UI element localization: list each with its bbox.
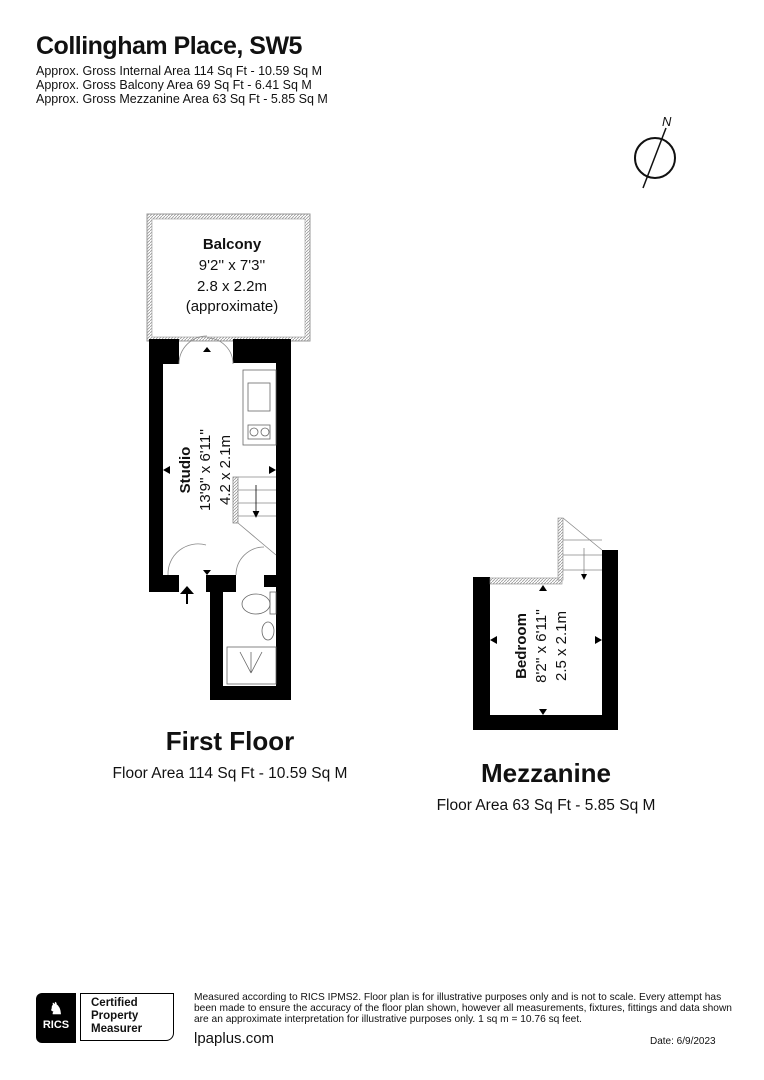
mezzanine-title: Mezzanine	[480, 758, 612, 788]
entrance-arrow-icon	[180, 586, 194, 604]
first-floor-title: First Floor	[165, 726, 295, 756]
lion-icon: ♞	[48, 1001, 64, 1018]
studio-name: Studio	[177, 447, 194, 494]
plan-date: Date: 6/9/2023	[650, 1036, 716, 1047]
website-link[interactable]: lpaplus.com	[194, 1030, 275, 1047]
bedroom-imperial: 8'2'' x 6'11''	[533, 609, 550, 683]
balcony-imperial: 9'2'' x 7'3''	[199, 257, 266, 274]
compass-north-label: N	[662, 114, 672, 129]
staircase	[232, 476, 277, 556]
compass-icon: N	[634, 114, 676, 189]
first-floor-walls	[149, 339, 291, 700]
balcony-outline	[146, 213, 311, 342]
gross-balcony-area: Approx. Gross Balcony Area 69 Sq Ft - 6.…	[36, 78, 312, 92]
bathroom-fixtures	[226, 591, 277, 685]
first-floor-area: Floor Area 114 Sq Ft - 10.59 Sq M	[112, 765, 348, 782]
badge-line: Measurer	[91, 1023, 143, 1035]
mezzanine-walls	[473, 517, 618, 730]
dimension-markers	[163, 347, 602, 715]
bedroom-metric: 2.5 x 2.1m	[553, 611, 570, 681]
disclaimer: Measured according to RICS IPMS2. Floor …	[194, 992, 732, 1025]
studio-imperial: 13'9'' x 6'11''	[197, 429, 214, 511]
kitchen-units	[242, 369, 277, 446]
gross-internal-area: Approx. Gross Internal Area 114 Sq Ft - …	[36, 64, 323, 78]
certified-badge: Certified Property Measurer	[80, 993, 174, 1041]
rics-logo: ♞ RICS	[36, 993, 76, 1043]
studio-metric: 4.2 x 2.1m	[217, 435, 234, 505]
rics-logo-text: RICS	[42, 1019, 70, 1031]
bedroom-name: Bedroom	[513, 613, 530, 679]
balcony-note: (approximate)	[186, 298, 279, 315]
mezzanine-area: Floor Area 63 Sq Ft - 5.85 Sq M	[436, 797, 656, 814]
balcony-metric: 2.8 x 2.2m	[197, 278, 267, 295]
badge-line: Certified	[91, 997, 138, 1009]
balcony-name: Balcony	[203, 236, 262, 253]
badge-line: Property	[91, 1010, 139, 1022]
property-title: Collingham Place, SW5	[36, 32, 302, 60]
gross-mezzanine-area: Approx. Gross Mezzanine Area 63 Sq Ft - …	[36, 92, 328, 106]
door-swings	[167, 335, 265, 576]
